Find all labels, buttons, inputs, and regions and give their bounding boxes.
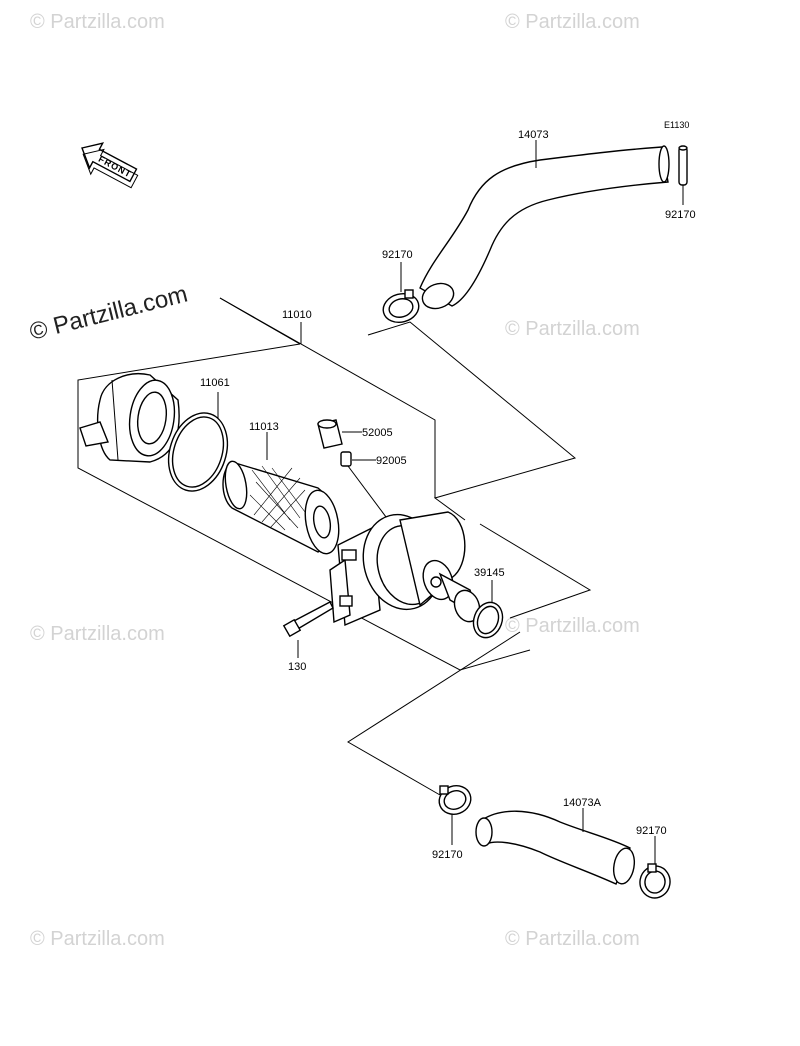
label-52005: 52005 [362, 427, 393, 439]
label-14073: 14073 [518, 129, 549, 141]
watermark: © Partzilla.com [505, 318, 640, 340]
label-39145: 39145 [474, 567, 505, 579]
intake-funnel [79, 373, 180, 463]
watermark: © Partzilla.com [505, 615, 640, 637]
watermark: © Partzilla.com [30, 623, 165, 645]
label-92170-bottom-left: 92170 [432, 849, 463, 861]
label-92170-top-right: 92170 [665, 209, 696, 221]
hose-14073A [475, 810, 636, 885]
watermark-prominent: © Partzilla.com [27, 281, 190, 346]
filter-element-11013 [222, 460, 340, 555]
bolt-130 [282, 601, 334, 638]
ring-39145 [472, 601, 504, 639]
o-ring-11061 [167, 412, 229, 492]
ref-code: E1130 [664, 120, 689, 130]
watermark: © Partzilla.com [505, 928, 640, 950]
label-92005: 92005 [376, 455, 407, 467]
label-11013: 11013 [249, 421, 279, 433]
clamp-bottom-right [639, 863, 671, 899]
hose-14073 [419, 145, 670, 310]
air-box-housing [329, 511, 481, 627]
clamp-upper [382, 289, 420, 324]
watermark: © Partzilla.com [505, 11, 640, 33]
label-92170-bottom-right: 92170 [636, 825, 667, 837]
cap-52005 [317, 419, 343, 449]
pin-part [678, 145, 688, 186]
label-14073A: 14073A [563, 797, 602, 809]
clamp-bottom-left [438, 785, 472, 815]
label-11061: 11061 [200, 377, 230, 389]
label-92170-upper: 92170 [382, 249, 413, 261]
front-arrow-icon: FRONT [81, 142, 139, 189]
label-130: 130 [288, 661, 306, 673]
label-11010: 11010 [282, 309, 312, 321]
watermarks: © Partzilla.com © Partzilla.com © Partzi… [30, 11, 640, 950]
watermark: © Partzilla.com [30, 928, 165, 950]
watermark: © Partzilla.com [30, 11, 165, 33]
fitting-92005 [340, 451, 352, 467]
